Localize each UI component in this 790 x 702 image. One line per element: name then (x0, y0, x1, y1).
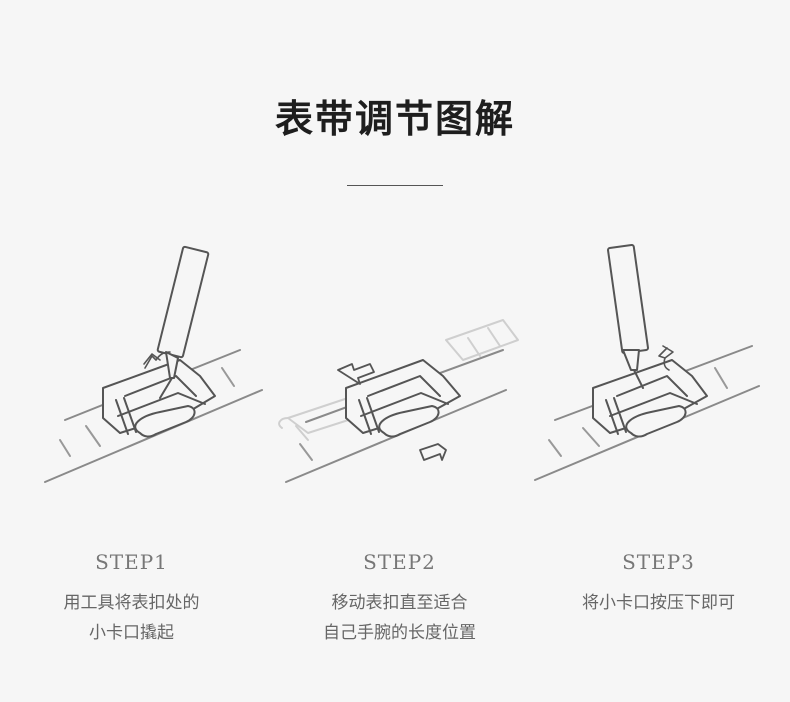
step-2-description: 移动表扣直至适合 自己手腕的长度位置 (323, 593, 476, 643)
moving-clasp-illustration (278, 319, 519, 483)
step-1-description: 用工具将表扣处的 小卡口撬起 (63, 593, 200, 643)
page-title: 表带调节图解 (274, 96, 515, 141)
step-1: STEP1 用工具将表扣处的 小卡口撬起 (0, 228, 263, 648)
tool-pressing-clasp-illustration (534, 243, 760, 481)
step-1-label: STEP1 (95, 550, 168, 574)
step-2: STEP2 移动表扣直至适合 自己手腕的长度位置 (268, 228, 531, 648)
step-2-label: STEP2 (363, 550, 436, 574)
title-divider (347, 185, 443, 186)
step-3: STEP3 将小卡口按压下即可 (527, 228, 790, 648)
tool-lifting-clasp-illustration (44, 245, 263, 483)
step-3-description: 将小卡口按压下即可 (582, 593, 735, 613)
step-3-label: STEP3 (622, 550, 695, 574)
